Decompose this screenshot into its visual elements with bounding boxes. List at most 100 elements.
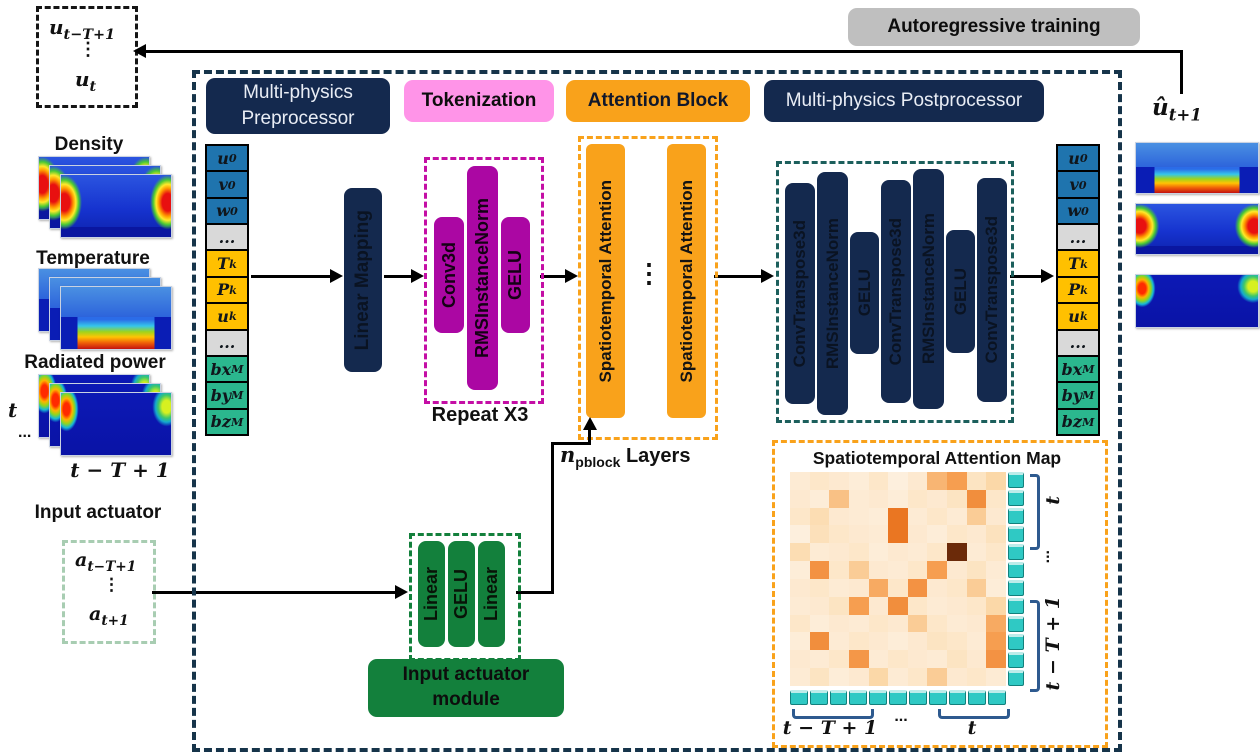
attention-map-title: Spatiotemporal Attention Map xyxy=(812,448,1062,468)
heatmap-cell xyxy=(927,632,948,651)
flow-line-2 xyxy=(384,275,412,278)
temperature-label: Temperature xyxy=(36,248,150,269)
heatmap-cell xyxy=(907,650,928,669)
token-square xyxy=(1008,580,1024,596)
input-actuator-label: Input actuator xyxy=(34,502,162,523)
heatmap-cell xyxy=(947,472,967,490)
heatmap-cell xyxy=(888,578,908,597)
heatmap-cell xyxy=(848,561,869,579)
heatmap-cell xyxy=(809,578,830,597)
heatmap-cell xyxy=(947,632,967,651)
token-square xyxy=(809,690,828,705)
heatmap-cell xyxy=(868,668,889,686)
heatmap-cell xyxy=(868,614,889,633)
flow-line-3 xyxy=(540,275,566,278)
y-bracket-bottom xyxy=(1030,600,1040,692)
preprocessor-header: Multi-physics Preprocessor xyxy=(206,78,390,134)
temperature-image xyxy=(60,286,172,350)
heatmap-cell xyxy=(947,614,967,633)
heatmap-cell xyxy=(790,561,810,579)
radiated-power-label: Radiated power xyxy=(24,352,166,373)
x-dots-label: ... xyxy=(894,708,908,725)
heatmap-cell xyxy=(848,489,869,508)
heatmap-cell xyxy=(947,507,967,526)
flow-line-5 xyxy=(1010,275,1042,278)
output-radiated-image xyxy=(1135,274,1259,328)
heatmap-cell xyxy=(848,525,869,544)
heatmap-cell xyxy=(966,578,987,597)
heatmap-cell xyxy=(947,543,967,562)
heatmap-cell xyxy=(947,650,967,669)
heatmap-cell xyxy=(868,472,889,490)
heatmap-cell xyxy=(848,543,869,562)
heatmap-cell xyxy=(888,543,908,562)
prediction-label: ût+1 xyxy=(1152,94,1202,125)
feedback-line-horizontal xyxy=(146,50,1182,53)
flow-arrowhead-3-icon xyxy=(565,269,578,283)
token-square xyxy=(790,690,808,705)
heatmap-cell xyxy=(848,668,869,686)
heatmap-cell xyxy=(927,650,948,669)
token-square xyxy=(1008,490,1024,506)
flow-line-1 xyxy=(251,275,331,278)
heatmap-cell xyxy=(927,472,948,490)
heatmap-cell xyxy=(986,543,1006,562)
heatmap-cell xyxy=(888,489,908,508)
actuator-arrowhead-icon xyxy=(395,585,408,599)
x-bracket-end xyxy=(938,709,1010,719)
conv3d-block: Conv3d xyxy=(434,217,464,333)
heatmap-cell xyxy=(829,578,849,597)
actuator-module-label: Input actuator module xyxy=(368,659,564,717)
heatmap-cell xyxy=(927,578,948,597)
token-square xyxy=(1008,508,1024,524)
heatmap-cell xyxy=(829,507,849,526)
heatmap-cell xyxy=(790,614,810,633)
heatmap-cell xyxy=(809,561,830,579)
attention-vdots: ⋮ xyxy=(636,258,662,288)
gelu-block-1: GELU xyxy=(850,232,879,354)
heatmap-cell xyxy=(947,525,967,544)
actuator-a-start: at−T+1 xyxy=(75,549,137,575)
heatmap-cell xyxy=(907,561,928,579)
flow-arrowhead-1-icon xyxy=(330,269,343,283)
token-square xyxy=(889,690,907,705)
feature-cell: ... xyxy=(207,225,247,252)
radiated-image xyxy=(60,392,172,456)
x-bracket-start xyxy=(792,709,874,719)
heatmap-cell xyxy=(829,489,849,508)
heatmap-cell xyxy=(966,561,987,579)
heatmap-cell xyxy=(907,543,928,562)
y-top-label: t xyxy=(1042,496,1064,505)
token-square xyxy=(1008,616,1024,632)
heatmap-cell xyxy=(947,561,967,579)
heatmap-cell xyxy=(809,614,830,633)
convtranspose3d-block-3: ConvTranspose3d xyxy=(977,178,1007,402)
heatmap-cell xyxy=(986,650,1006,669)
heatmap-cell xyxy=(790,596,810,615)
heatmap-cell xyxy=(829,472,849,490)
heatmap-cell xyxy=(848,472,869,490)
npblock-layers-label: npblock Layers xyxy=(560,442,691,470)
heatmap-cell xyxy=(966,596,987,615)
heatmap-cell xyxy=(986,525,1006,544)
postprocessor-header: Multi-physics Postprocessor xyxy=(764,80,1044,122)
feedback-arrowhead-icon xyxy=(133,44,146,58)
actuator-a-end: at+1 xyxy=(89,603,129,629)
feature-cell: ... xyxy=(1058,225,1098,252)
actuator-linear-block-1: Linear xyxy=(418,541,445,647)
heatmap-cell xyxy=(927,668,948,686)
x-start-label: t − T + 1 xyxy=(782,717,878,739)
heatmap-cell xyxy=(888,596,908,615)
flow-arrowhead-4-icon xyxy=(761,269,774,283)
heatmap-cell xyxy=(966,543,987,562)
gelu-block-2: GELU xyxy=(946,230,975,353)
actuator-out-line-1 xyxy=(516,591,554,594)
density-image-stack xyxy=(38,156,172,238)
tokenizer-box xyxy=(424,157,544,404)
